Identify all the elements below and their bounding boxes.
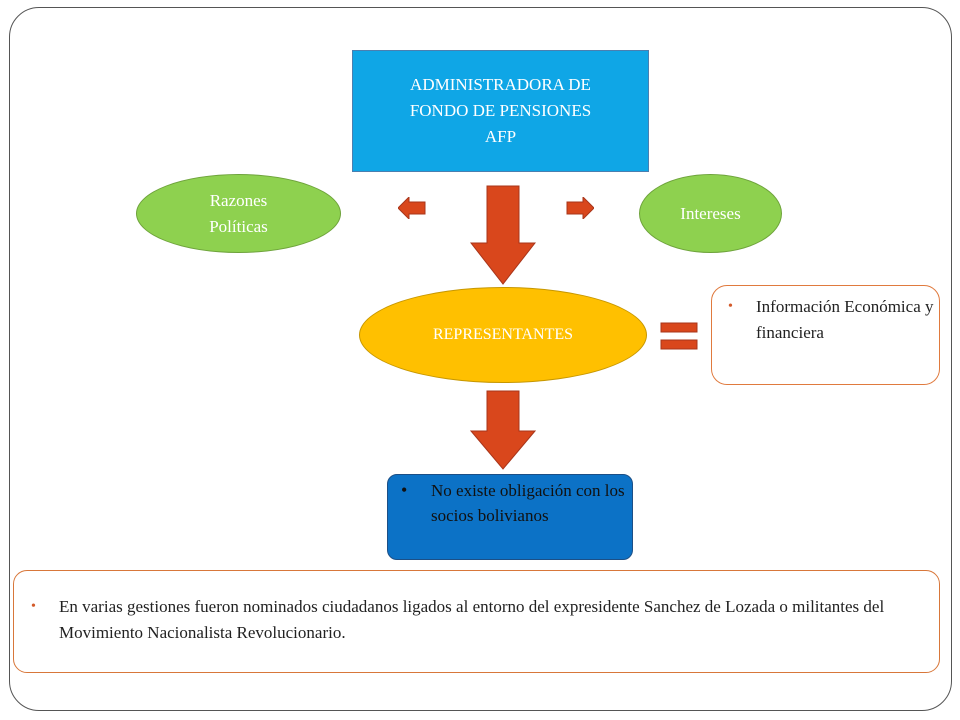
representantes-ellipse: REPRESENTANTES (359, 287, 647, 383)
left-arrow-icon (398, 197, 426, 219)
info-bullet: Información Económica y financiera (728, 294, 939, 346)
equals-icon (660, 322, 698, 350)
razones-politicas-ellipse: Razones Políticas (136, 174, 341, 253)
result-box: No existe obligación con los socios boli… (387, 474, 633, 560)
result-bullet: No existe obligación con los socios boli… (401, 478, 632, 528)
intereses-ellipse: Intereses (639, 174, 782, 253)
afp-box-label: ADMINISTRADORA DE FONDO DE PENSIONES AFP (409, 75, 592, 146)
down-arrow-icon (470, 390, 536, 470)
afp-box: ADMINISTRADORA DE FONDO DE PENSIONES AFP (352, 50, 649, 172)
note-bullet: En varias gestiones fueron nominados ciu… (31, 594, 917, 646)
right-arrow-icon (566, 197, 594, 219)
down-arrow-icon (470, 185, 536, 285)
note-box: En varias gestiones fueron nominados ciu… (13, 570, 940, 673)
info-box: Información Económica y financiera (711, 285, 940, 385)
